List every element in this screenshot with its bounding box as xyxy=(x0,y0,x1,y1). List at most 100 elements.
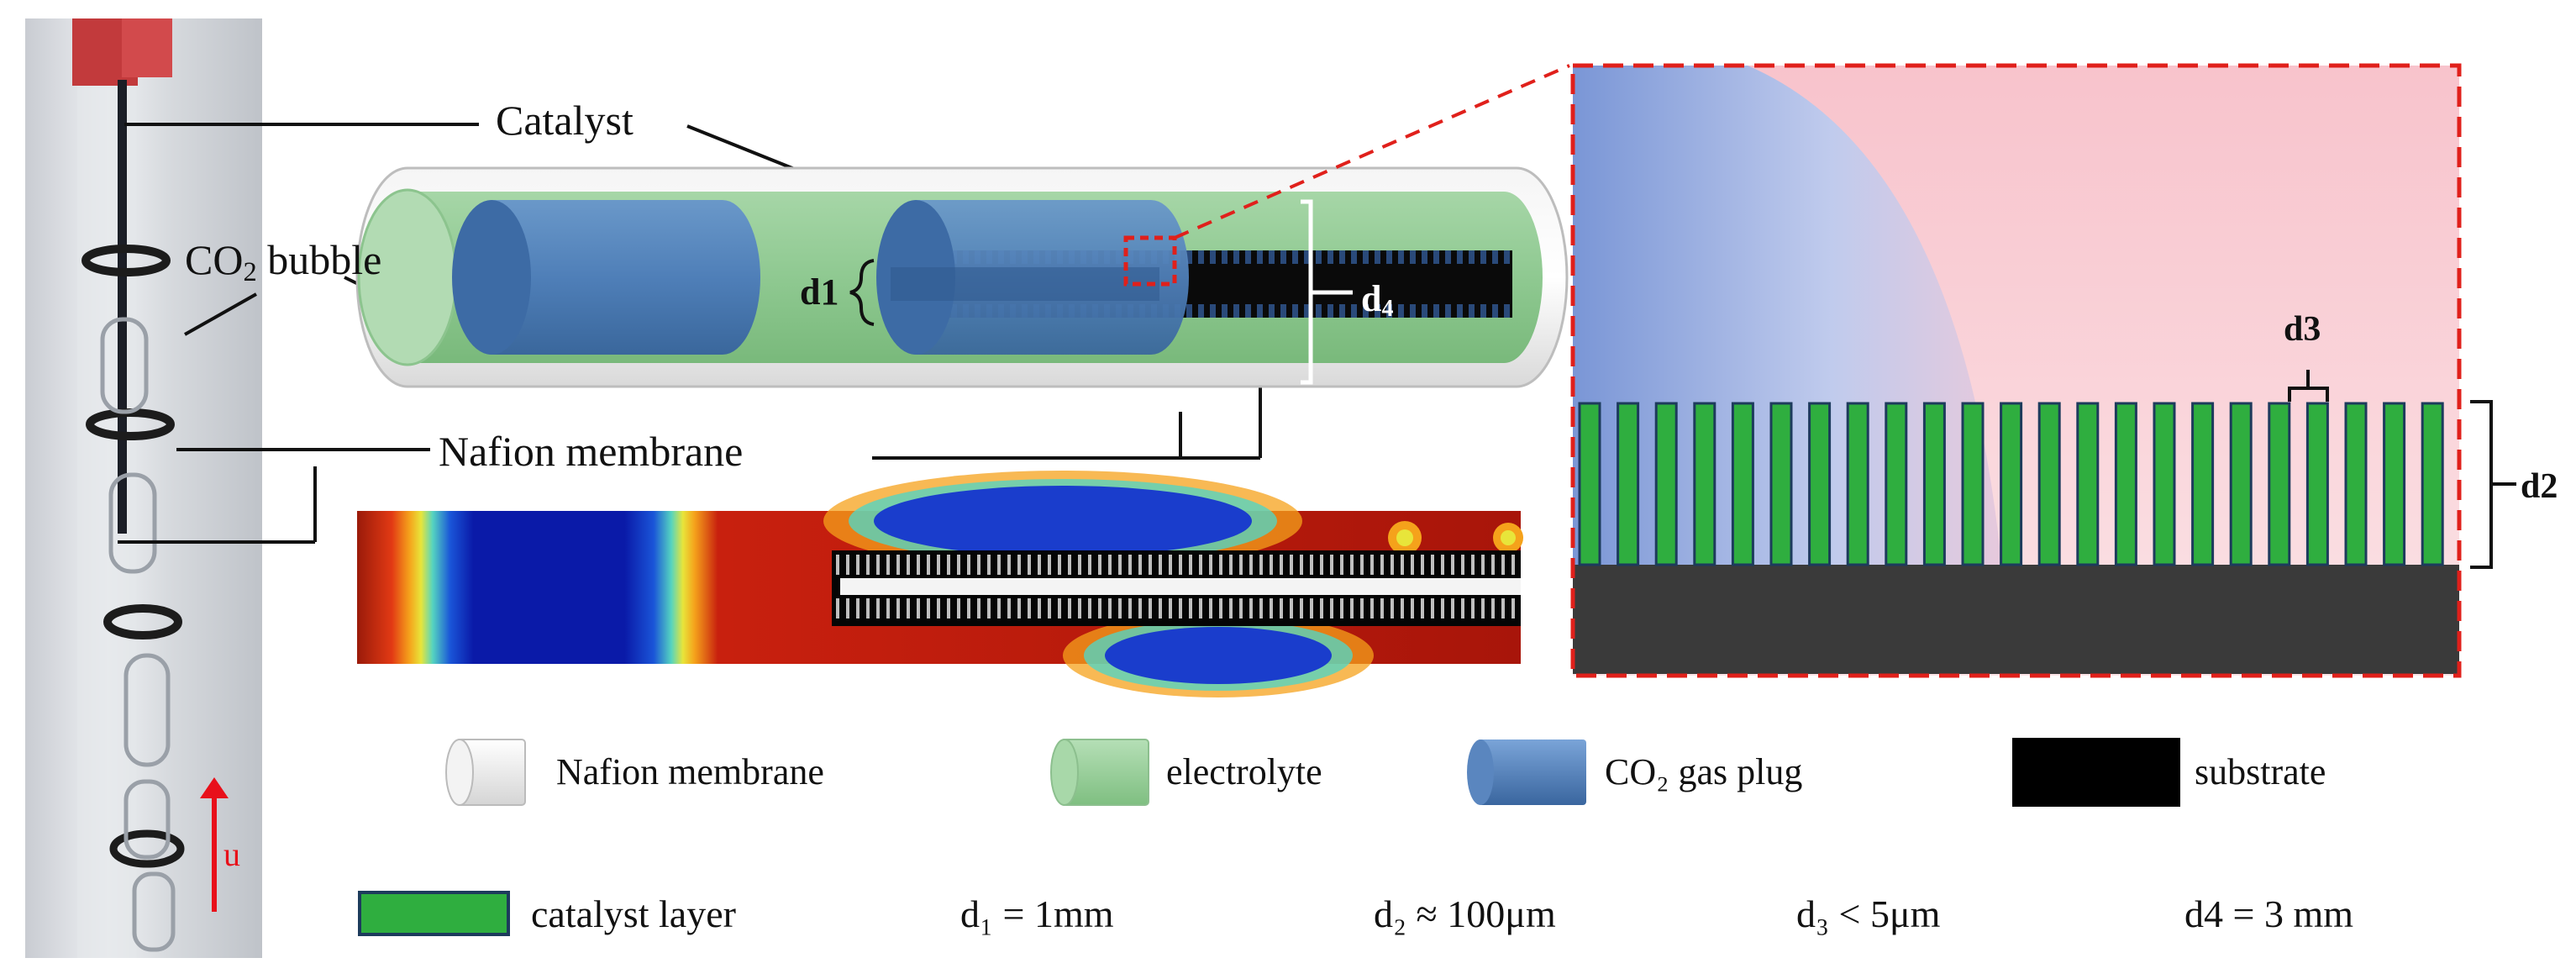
rod-tooth xyxy=(1233,250,1239,264)
rod-tooth xyxy=(1386,250,1392,264)
heat-tooth xyxy=(1048,598,1051,618)
zoom-frame xyxy=(1570,63,2462,678)
catalyst-pillar xyxy=(1654,402,1678,566)
heat-tooth xyxy=(1169,555,1172,575)
catalyst-pillar xyxy=(2344,402,2368,566)
heat-tooth xyxy=(1421,555,1424,575)
heat-tooth xyxy=(1068,598,1071,618)
rod-tooth xyxy=(1492,304,1498,318)
heat-tooth xyxy=(1088,598,1091,618)
d1-label: d1 xyxy=(800,271,839,313)
legend-swatch-catalyst-layer xyxy=(358,891,510,936)
catalyst-pillar xyxy=(2076,402,2100,566)
heat-tooth xyxy=(997,555,1001,575)
rod-tooth xyxy=(1198,250,1204,264)
rod-tooth xyxy=(1292,304,1298,318)
rod-tooth xyxy=(1433,304,1439,318)
catalyst-pillar xyxy=(2037,402,2061,566)
catalyst-pillar xyxy=(1769,402,1793,566)
rod-tooth xyxy=(1316,250,1322,264)
rod-tooth xyxy=(1410,250,1416,264)
dimension-d2: d₂ ≈ 100μm xyxy=(1374,892,1556,935)
heat-tooth xyxy=(1017,555,1021,575)
heat-tooth xyxy=(1511,598,1515,618)
heat-tooth xyxy=(1028,555,1031,575)
heat-tooth xyxy=(1441,555,1444,575)
rod-tooth xyxy=(1222,250,1228,264)
heat-tooth xyxy=(1229,598,1233,618)
dimension-d4: d4 = 3 mm xyxy=(2184,892,2354,935)
heat-tooth xyxy=(1118,555,1122,575)
heat-tooth xyxy=(1431,598,1434,618)
heat-tooth xyxy=(1380,555,1384,575)
nafion-membrane-label: Nafion membrane xyxy=(439,428,744,475)
heat-tooth xyxy=(1501,598,1505,618)
heat-tooth xyxy=(1320,598,1323,618)
d4-label: d4 xyxy=(1361,278,1393,322)
heat-tooth xyxy=(1290,555,1293,575)
catalyst-pillar xyxy=(2229,402,2253,566)
heat-tooth xyxy=(1370,598,1374,618)
rod-tooth xyxy=(1210,304,1216,318)
heat-tooth xyxy=(957,598,960,618)
legend-label-catalyst-layer: catalyst layer xyxy=(531,892,736,935)
heat-tooth xyxy=(1290,598,1293,618)
heat-tooth xyxy=(1149,598,1152,618)
legend-swatch-co2 xyxy=(1467,740,1586,805)
flow-label: u xyxy=(223,835,240,873)
heat-tooth xyxy=(1038,555,1041,575)
heat-tooth xyxy=(1138,598,1142,618)
heat-tooth xyxy=(987,598,991,618)
heat-tooth xyxy=(1471,555,1475,575)
rod-tooth xyxy=(1445,250,1451,264)
heat-tooth xyxy=(1128,598,1132,618)
heat-tooth xyxy=(997,598,1001,618)
heat-tooth xyxy=(1270,598,1273,618)
rod-tooth xyxy=(1339,304,1345,318)
heat-tooth xyxy=(1320,555,1323,575)
heat-tooth xyxy=(1411,555,1414,575)
photo-panel xyxy=(25,18,262,958)
heat-tooth xyxy=(1310,555,1313,575)
zoom-panel xyxy=(1570,63,2516,678)
heat-tooth xyxy=(1007,598,1011,618)
heat-tooth xyxy=(1189,598,1192,618)
rod-tooth xyxy=(1233,304,1239,318)
rod-tooth xyxy=(1504,304,1510,318)
heat-tooth xyxy=(967,555,970,575)
legend-row xyxy=(358,738,2180,936)
heat-tooth xyxy=(1411,598,1414,618)
heat-tooth xyxy=(1128,555,1132,575)
catalyst-pillar xyxy=(2268,402,2291,566)
heat-tooth xyxy=(1068,555,1071,575)
rod-tooth xyxy=(1469,250,1475,264)
legend-swatch-substrate xyxy=(2012,738,2180,807)
catalyst-label: Catalyst xyxy=(496,97,633,144)
heat-tooth xyxy=(1350,555,1354,575)
heat-tooth xyxy=(1451,598,1454,618)
rod-tooth xyxy=(1327,304,1333,318)
dimension-d1: d₁ = 1mm xyxy=(960,892,1114,935)
heat-tooth xyxy=(836,598,839,618)
heat-tooth xyxy=(1078,555,1081,575)
heat-tooth xyxy=(1270,555,1273,575)
dimension-d3: d₃ < 5μm xyxy=(1796,892,1941,935)
heat-tooth xyxy=(1179,555,1182,575)
heat-tooth xyxy=(1259,555,1263,575)
catalyst-pillar xyxy=(2191,402,2215,566)
heat-tooth xyxy=(856,598,860,618)
heat-tooth xyxy=(1159,598,1162,618)
catalyst-pillar xyxy=(1961,402,1985,566)
heat-tooth xyxy=(967,598,970,618)
heat-tooth xyxy=(1209,598,1212,618)
catalyst-pillar xyxy=(1731,402,1754,566)
rod-tooth xyxy=(1457,250,1463,264)
heat-tooth xyxy=(1421,598,1424,618)
heat-tooth xyxy=(1401,598,1404,618)
heat-tooth xyxy=(1149,555,1152,575)
rod-tooth xyxy=(1398,304,1404,318)
heat-tooth xyxy=(1199,598,1202,618)
heat-tooth xyxy=(1330,598,1333,618)
heat-tooth xyxy=(1280,598,1283,618)
catalyst-pillar xyxy=(2000,402,2023,566)
